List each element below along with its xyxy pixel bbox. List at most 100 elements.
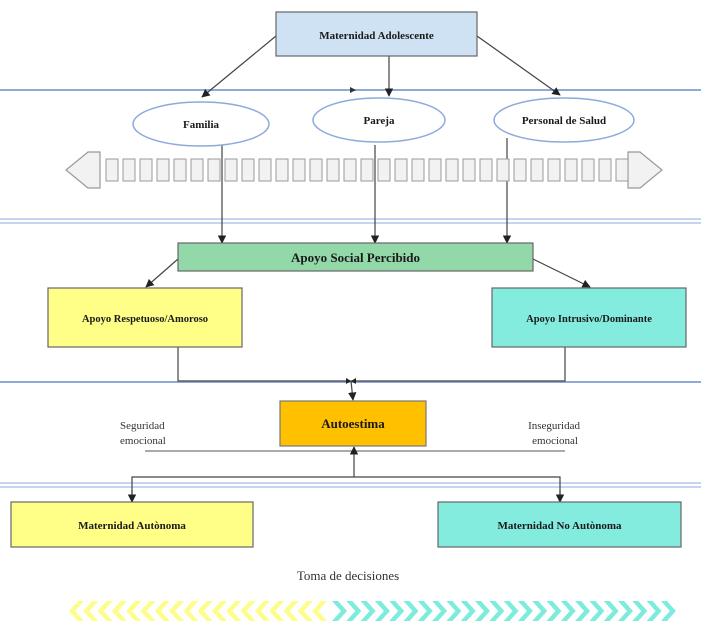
arrow-segment bbox=[139, 158, 153, 182]
chevron-left-icon bbox=[69, 601, 84, 621]
arrow-segment bbox=[275, 158, 289, 182]
chevron-left-icon bbox=[297, 601, 313, 621]
node-box bbox=[279, 400, 427, 447]
chevron-left-icon bbox=[97, 601, 113, 621]
arrow-segment bbox=[105, 158, 119, 182]
arrow-segment bbox=[394, 158, 408, 182]
node-ellipse bbox=[493, 97, 635, 143]
double-arrow bbox=[65, 151, 663, 189]
arrow-segment bbox=[530, 158, 544, 182]
node-box bbox=[47, 287, 243, 348]
node-maternidad-adolescente: Maternidad Adolescente bbox=[275, 11, 478, 57]
arrow-segment bbox=[513, 158, 527, 182]
label-line: Inseguridad bbox=[528, 420, 580, 432]
node-box bbox=[177, 242, 534, 272]
node-label: Maternidad Autònoma bbox=[78, 520, 186, 532]
arrow-segment bbox=[479, 158, 493, 182]
arrow-segment bbox=[428, 158, 442, 182]
chevron-left-icon bbox=[240, 601, 256, 621]
chevron-right-icon bbox=[403, 601, 419, 621]
node-label: Personal de Salud bbox=[522, 115, 606, 127]
connector-outcomes-split bbox=[131, 476, 561, 501]
connector-support-merge bbox=[177, 347, 566, 382]
chevron-right-icon bbox=[332, 601, 347, 621]
chevron-right-icon bbox=[503, 601, 519, 621]
chevron-right-icon bbox=[389, 601, 405, 621]
chevron-right-icon bbox=[346, 601, 362, 621]
arrow-segment bbox=[292, 158, 306, 182]
arrow-segment bbox=[241, 158, 255, 182]
connector-apoyo-respetuoso bbox=[145, 258, 179, 288]
chevron-left-icon bbox=[269, 601, 285, 621]
node-label: Apoyo Respetuoso/Amoroso bbox=[82, 314, 208, 325]
connector-apoyo-intrusivo bbox=[532, 258, 591, 288]
arrow-segment bbox=[564, 158, 578, 182]
chevron-right-icon bbox=[646, 601, 662, 621]
connector-merge-autoestima bbox=[348, 380, 357, 401]
right-arrow-head-icon bbox=[627, 151, 663, 189]
chevron-right-icon bbox=[532, 601, 548, 621]
arrow-segment bbox=[122, 158, 136, 182]
chevron-left-icon bbox=[126, 601, 142, 621]
label-line: Seguridad bbox=[120, 420, 165, 432]
chevron-right-icon bbox=[560, 601, 576, 621]
chevron-left-icon bbox=[169, 601, 185, 621]
node-label: Apoyo Intrusivo/Dominante bbox=[526, 314, 652, 325]
label-seguridad-emocional: Seguridad emocional bbox=[120, 420, 166, 447]
node-maternidad-autonoma: Maternidad Autònoma bbox=[10, 501, 254, 548]
arrow-segment bbox=[581, 158, 595, 182]
chevron-right-icon bbox=[546, 601, 562, 621]
node-pareja: Pareja bbox=[312, 97, 446, 143]
node-apoyo-respetuoso: Apoyo Respetuoso/Amoroso bbox=[47, 287, 243, 348]
arrow-segment bbox=[445, 158, 459, 182]
chevron-right-icon bbox=[517, 601, 533, 621]
chevron-right-icon bbox=[360, 601, 376, 621]
chevron-left-icon bbox=[254, 601, 270, 621]
chevron-right-icon bbox=[374, 601, 390, 621]
node-label: Apoyo Social Percibido bbox=[291, 250, 420, 265]
node-box bbox=[10, 501, 254, 548]
node-personal-de-salud: Personal de Salud bbox=[493, 97, 635, 143]
arrow-segment bbox=[173, 158, 187, 182]
node-label: Maternidad No Autònoma bbox=[497, 520, 622, 532]
chevron-right-icon bbox=[432, 601, 448, 621]
node-apoyo-intrusivo: Apoyo Intrusivo/Dominante bbox=[491, 287, 687, 348]
node-box bbox=[437, 501, 682, 548]
chevron-left-icon bbox=[283, 601, 299, 621]
arrow-segments bbox=[105, 158, 629, 182]
arrow-segment bbox=[224, 158, 238, 182]
arrow-segment bbox=[326, 158, 340, 182]
chevron-right-icon bbox=[446, 601, 462, 621]
node-label: Familia bbox=[183, 119, 220, 131]
chevron-left-icon bbox=[226, 601, 242, 621]
chevron-right-icon bbox=[618, 601, 633, 621]
node-ellipse bbox=[312, 97, 446, 143]
chevron-left-icon bbox=[83, 601, 99, 621]
arrow-segment bbox=[377, 158, 391, 182]
label-line: emocional bbox=[532, 435, 578, 447]
chevron-left-icon bbox=[212, 601, 227, 621]
node-ellipse bbox=[132, 101, 270, 147]
arrow-segment bbox=[411, 158, 425, 182]
chevron-right-icon bbox=[489, 601, 505, 621]
chevron-right-icon bbox=[475, 601, 490, 621]
chevron-right-icon bbox=[575, 601, 591, 621]
node-autoestima: Autoestima bbox=[279, 400, 427, 447]
arrow-segment bbox=[207, 158, 221, 182]
chevron-left-icon bbox=[183, 601, 199, 621]
chevron-right-icon bbox=[660, 601, 676, 621]
chevron-left-icon bbox=[312, 601, 328, 621]
label-inseguridad-emocional: Inseguridad emocional bbox=[528, 420, 580, 447]
connector-root-familia bbox=[201, 35, 277, 98]
chevron-right-icon bbox=[460, 601, 476, 621]
node-label: Maternidad Adolescente bbox=[319, 30, 434, 42]
arrow-segment bbox=[615, 158, 629, 182]
arrow-segment bbox=[547, 158, 561, 182]
connector-root-salud bbox=[476, 35, 561, 96]
node-box bbox=[275, 11, 478, 57]
node-familia: Familia bbox=[132, 101, 270, 147]
chevron-left-icon bbox=[197, 601, 213, 621]
decision-chevron-band bbox=[69, 601, 676, 621]
connectors bbox=[127, 35, 591, 503]
